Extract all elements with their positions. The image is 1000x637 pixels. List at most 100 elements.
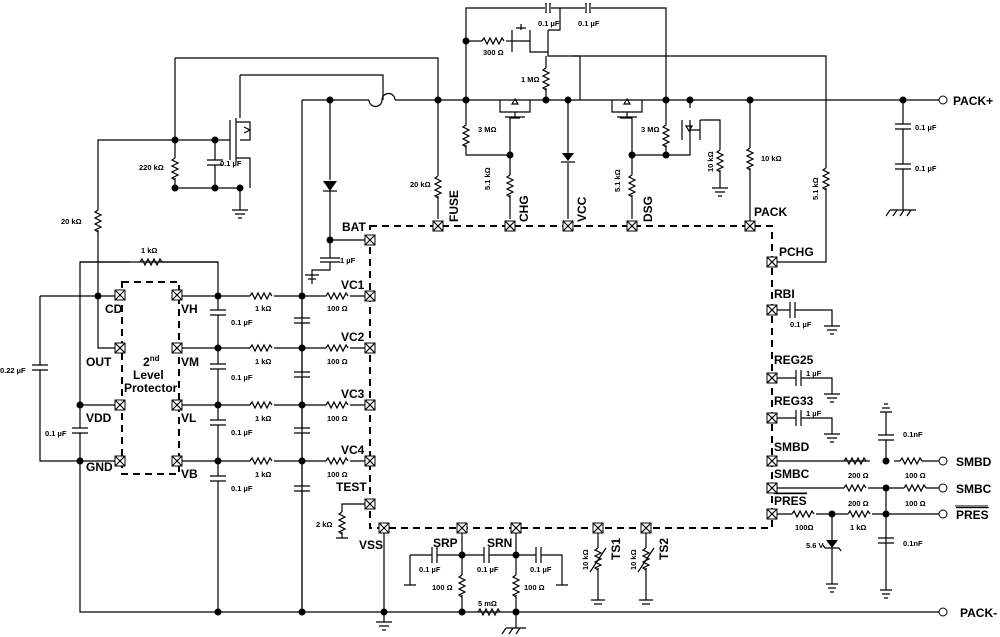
- top-capacitor-loop: [462, 3, 667, 100]
- svg-text:100 Ω: 100 Ω: [327, 470, 348, 479]
- svg-text:REG25: REG25: [774, 353, 814, 367]
- smbc-terminal[interactable]: [938, 483, 948, 493]
- svg-text:100 Ω: 100 Ω: [327, 357, 348, 366]
- svg-text:TEST: TEST: [336, 480, 367, 494]
- svg-text:Level: Level: [133, 368, 164, 382]
- svg-text:5.6 V: 5.6 V: [806, 541, 824, 550]
- svg-text:100 Ω: 100 Ω: [524, 583, 545, 592]
- svg-text:1 µF: 1 µF: [806, 409, 822, 418]
- svg-text:1 kΩ: 1 kΩ: [141, 246, 157, 255]
- svg-text:SRN: SRN: [487, 536, 512, 550]
- svg-text:TS2: TS2: [657, 538, 671, 560]
- pack-plus-caps: [885, 100, 916, 217]
- svg-text:0.1 µF: 0.1 µF: [220, 159, 242, 168]
- svg-text:VL: VL: [181, 411, 196, 425]
- svg-text:OUT: OUT: [86, 355, 112, 369]
- pres-terminal[interactable]: [938, 509, 948, 519]
- svg-text:5.1 kΩ: 5.1 kΩ: [811, 177, 820, 200]
- svg-text:Protector: Protector: [124, 381, 178, 395]
- svg-text:1 kΩ: 1 kΩ: [255, 414, 271, 423]
- svg-text:100 Ω: 100 Ω: [327, 414, 348, 423]
- svg-text:100 Ω: 100 Ω: [905, 471, 926, 480]
- svg-text:SMBC: SMBC: [774, 467, 810, 481]
- svg-text:0.1 µF: 0.1 µF: [231, 318, 253, 327]
- svg-text:100Ω: 100Ω: [795, 523, 814, 532]
- svg-text:0.1 µF: 0.1 µF: [915, 123, 937, 132]
- svg-text:2 kΩ: 2 kΩ: [316, 520, 332, 529]
- svg-text:PRES: PRES: [774, 494, 807, 508]
- pchg-wire: [572, 55, 827, 263]
- svg-text:0.22 µF: 0.22 µF: [0, 366, 26, 375]
- svg-text:GND: GND: [86, 460, 113, 474]
- svg-text:0.1 µF: 0.1 µF: [915, 164, 937, 173]
- svg-text:20 kΩ: 20 kΩ: [61, 217, 82, 226]
- svg-text:0.1 µF: 0.1 µF: [790, 320, 812, 329]
- pack-minus-terminal[interactable]: [938, 607, 948, 617]
- svg-text:CD: CD: [105, 302, 123, 316]
- svg-text:VH: VH: [181, 302, 198, 316]
- svg-text:PACK: PACK: [754, 205, 787, 219]
- svg-text:10 kΩ: 10 kΩ: [629, 549, 638, 570]
- svg-text:VSS: VSS: [359, 538, 383, 552]
- protector-left-wiring: [32, 261, 940, 613]
- svg-text:0.1 µF: 0.1 µF: [538, 19, 560, 28]
- svg-text:5.1 kΩ: 5.1 kΩ: [613, 169, 622, 192]
- svg-text:0.1 µF: 0.1 µF: [530, 565, 552, 574]
- charge-fet: [462, 97, 531, 219]
- svg-text:100 Ω: 100 Ω: [432, 583, 453, 592]
- svg-text:0.1 µF: 0.1 µF: [45, 429, 67, 438]
- svg-text:0.1 µF: 0.1 µF: [477, 565, 499, 574]
- svg-text:220 kΩ: 220 kΩ: [139, 163, 164, 172]
- svg-text:PRES: PRES: [956, 508, 989, 522]
- svg-text:VC3: VC3: [341, 387, 365, 401]
- svg-text:VCC: VCC: [575, 196, 589, 222]
- svg-text:SMBD: SMBD: [774, 440, 810, 454]
- svg-text:3 MΩ: 3 MΩ: [478, 125, 497, 134]
- svg-text:VC4: VC4: [341, 443, 365, 457]
- svg-text:300 Ω: 300 Ω: [483, 48, 504, 57]
- svg-text:CHG: CHG: [517, 195, 531, 222]
- svg-text:20 kΩ: 20 kΩ: [410, 180, 431, 189]
- current-sense-network: [404, 530, 568, 635]
- svg-text:VB: VB: [181, 467, 198, 481]
- svg-text:FUSE: FUSE: [447, 190, 461, 222]
- svg-text:0.1 µF: 0.1 µF: [231, 484, 253, 493]
- svg-text:TS1: TS1: [609, 538, 623, 560]
- svg-text:100 Ω: 100 Ω: [327, 304, 348, 313]
- right-side-network: [772, 302, 940, 599]
- svg-text:5 mΩ: 5 mΩ: [478, 599, 497, 608]
- svg-text:0.1nF: 0.1nF: [903, 539, 923, 548]
- svg-text:1 µF: 1 µF: [340, 256, 356, 265]
- pack-plus-terminal[interactable]: [938, 95, 948, 105]
- ic-pin-markers: [364, 220, 778, 534]
- second-level-protector-outline: [121, 281, 180, 475]
- svg-text:PACK-: PACK-: [960, 606, 997, 620]
- svg-text:BAT: BAT: [342, 220, 366, 234]
- svg-text:1 kΩ: 1 kΩ: [255, 304, 271, 313]
- svg-text:0.1 µF: 0.1 µF: [578, 19, 600, 28]
- svg-text:100 Ω: 100 Ω: [905, 499, 926, 508]
- smbd-terminal[interactable]: [938, 456, 948, 466]
- cell-input-filters: [182, 292, 370, 616]
- svg-text:1 µF: 1 µF: [806, 369, 822, 378]
- bat-supply-network: [305, 100, 370, 284]
- discharge-fet: [611, 96, 728, 219]
- svg-text:10 kΩ: 10 kΩ: [706, 151, 715, 172]
- svg-text:VC2: VC2: [341, 330, 365, 344]
- svg-text:REG33: REG33: [774, 394, 814, 408]
- svg-text:VDD: VDD: [86, 411, 112, 425]
- vss-ground: [376, 530, 392, 631]
- svg-text:0.1 µF: 0.1 µF: [231, 428, 253, 437]
- svg-text:VM: VM: [181, 355, 199, 369]
- pack-plus-label: PACK+: [953, 94, 993, 108]
- svg-text:RBI: RBI: [774, 287, 795, 301]
- svg-text:SMBC: SMBC: [956, 482, 992, 496]
- svg-text:1 kΩ: 1 kΩ: [850, 523, 866, 532]
- gas-gauge-ic-outline: [369, 225, 773, 529]
- svg-text:DSG: DSG: [641, 196, 655, 222]
- test-pulldown: [336, 503, 370, 539]
- svg-text:SMBD: SMBD: [956, 455, 992, 469]
- svg-text:200 Ω: 200 Ω: [848, 499, 869, 508]
- svg-text:2nd: 2nd: [143, 354, 160, 369]
